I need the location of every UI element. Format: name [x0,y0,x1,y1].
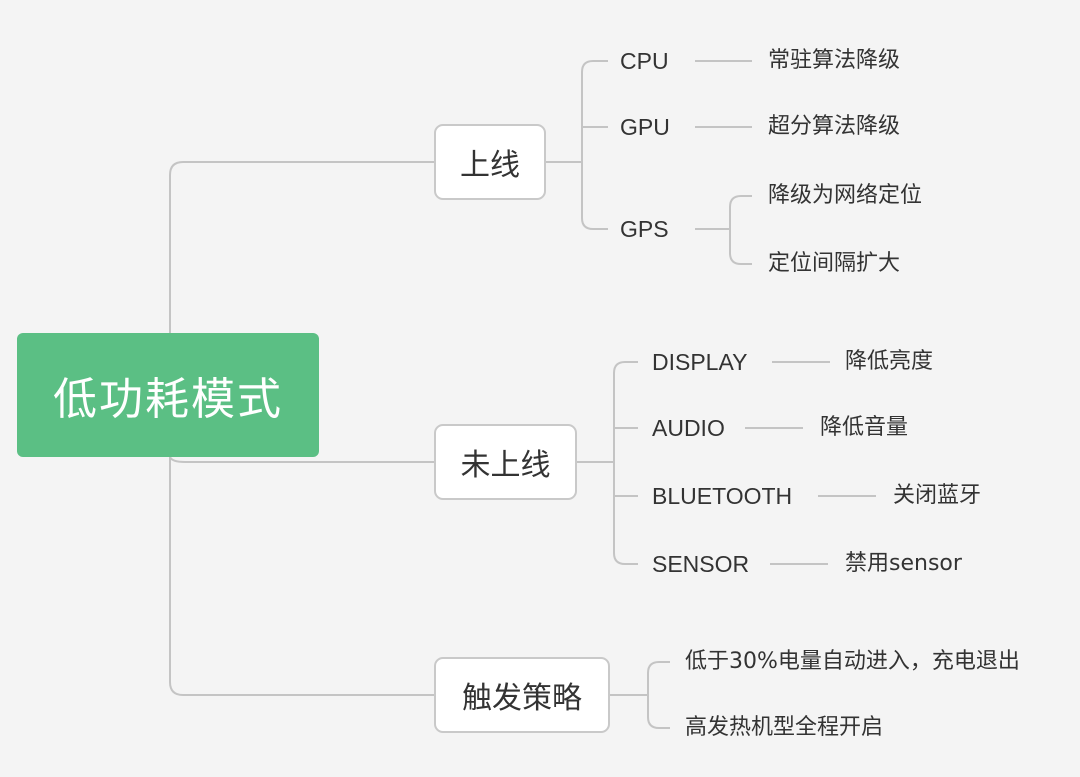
leaf-display-lower-brightness[interactable]: 降低亮度 [845,349,934,374]
leaf-gpu-superres-downgrade[interactable]: 超分算法降级 [768,114,901,139]
connector-root-branches [169,161,434,696]
root-node[interactable]: 低功耗模式 [17,333,319,457]
leaf-cpu-algorithm-downgrade[interactable]: 常驻算法降级 [768,48,901,73]
node-bluetooth[interactable]: BLUETOOTH [652,483,793,509]
connector-branch1-bracket [546,60,608,230]
leaf-sensor-disable[interactable]: 禁用sensor [845,551,962,576]
leaf-gps-interval-expand[interactable]: 定位间隔扩大 [768,251,901,276]
node-sensor[interactable]: SENSOR [652,551,750,577]
leaf-bluetooth-off[interactable]: 关闭蓝牙 [893,483,982,508]
leaf-trigger-high-heat[interactable]: 高发热机型全程开启 [685,715,884,740]
branch-trigger-strategy[interactable]: 触发策略 [434,657,610,733]
node-display[interactable]: DISPLAY [652,349,748,375]
connector-branch3-bracket [610,661,670,729]
node-cpu[interactable]: CPU [620,48,669,74]
connector-branch2-bracket [577,361,638,565]
node-gps[interactable]: GPS [620,216,669,242]
leaf-gps-network-location[interactable]: 降级为网络定位 [768,183,923,208]
branch-online[interactable]: 上线 [434,124,546,200]
branch-not-online[interactable]: 未上线 [434,424,577,500]
leaf-trigger-low-battery[interactable]: 低于30%电量自动进入，充电退出 [685,649,1020,674]
node-audio[interactable]: AUDIO [652,415,725,441]
connector-gps-bracket [695,195,752,265]
node-gpu[interactable]: GPU [620,114,670,140]
leaf-audio-lower-volume[interactable]: 降低音量 [820,415,909,440]
